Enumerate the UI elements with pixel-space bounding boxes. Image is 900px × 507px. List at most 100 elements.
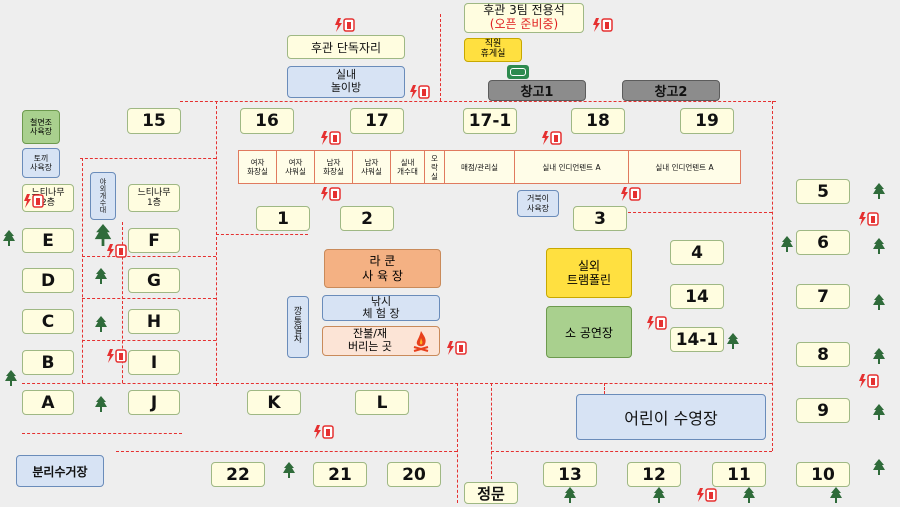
tree-icon (872, 294, 886, 310)
site-13[interactable]: 13 (543, 462, 597, 487)
outdoor-trampoline[interactable]: 실외 트램폴린 (546, 248, 632, 298)
site-B[interactable]: B (22, 350, 74, 375)
site-17[interactable]: 17 (350, 108, 404, 134)
facility-indian-tent-a2[interactable]: 실내 인디언텐트 A (655, 162, 714, 172)
site-1[interactable]: 1 (256, 206, 310, 231)
facility-row: 여자 화장실 여자 샤워실 남자 화장실 남자 샤워실 실내 개수대 오 락 실… (238, 150, 741, 184)
turtle-enclosure[interactable]: 거북이 사육장 (517, 190, 559, 217)
site-4[interactable]: 4 (670, 240, 724, 265)
staff-lounge[interactable]: 직원 휴게실 (464, 38, 522, 62)
path (22, 433, 182, 434)
fire-extinguisher-icon (106, 348, 128, 367)
fire-extinguisher-icon (646, 315, 668, 334)
site-L[interactable]: L (355, 390, 409, 415)
tree-icon (94, 316, 108, 332)
site-16[interactable]: 16 (240, 108, 294, 134)
facility-women-shower[interactable]: 여자 샤워실 (277, 151, 315, 183)
tree-icon (742, 487, 756, 503)
tree-icon (829, 487, 843, 503)
fire-extinguisher-icon (696, 487, 718, 506)
ash-disposal[interactable]: 잔불/재 버리는 곳 (322, 326, 440, 356)
path (216, 101, 217, 386)
site-F[interactable]: F (128, 228, 180, 253)
path (491, 383, 492, 479)
facility-store[interactable]: 매점/관리실 (445, 151, 515, 183)
rear-single-area[interactable]: 후관 단독자리 (287, 35, 405, 59)
facility-women-toilet[interactable]: 여자 화장실 (239, 151, 277, 183)
site-21[interactable]: 21 (313, 462, 367, 487)
rear-team-line1: 후관 3팀 전용석 (483, 3, 565, 18)
facility-men-shower[interactable]: 남자 샤워실 (353, 151, 391, 183)
site-12[interactable]: 12 (627, 462, 681, 487)
facility-men-toilet[interactable]: 남자 화장실 (315, 151, 353, 183)
site-8[interactable]: 8 (796, 342, 850, 367)
site-I[interactable]: I (128, 350, 180, 375)
tree-icon (4, 370, 18, 386)
tree-icon (563, 487, 577, 503)
tree-icon (872, 238, 886, 254)
facility-indoor-sink[interactable]: 실내 개수대 (391, 151, 425, 183)
outdoor-sink[interactable]: 야 외 개 수 대 (90, 172, 116, 220)
path (82, 340, 216, 341)
path (180, 101, 776, 102)
tree-icon (872, 404, 886, 420)
path (122, 222, 123, 383)
facility-indian-tent-a1[interactable]: 실내 인디언텐트 A (515, 151, 629, 183)
site-19[interactable]: 19 (680, 108, 734, 134)
tree-icon (92, 224, 114, 246)
warehouse-1[interactable]: 창고1 (488, 80, 586, 101)
site-G[interactable]: G (128, 268, 180, 293)
site-J[interactable]: J (128, 390, 180, 415)
site-7[interactable]: 7 (796, 284, 850, 309)
site-14-1[interactable]: 14-1 (670, 327, 724, 352)
recycle-area[interactable]: 분리수거장 (16, 455, 104, 487)
rabbit-enclosure[interactable]: 토끼 사육장 (22, 148, 60, 178)
facility-arcade[interactable]: 오 락 실 (425, 151, 445, 183)
raccoon-enclosure[interactable]: 라 쿤 사 육 장 (324, 249, 441, 288)
kids-pool[interactable]: 어린이 수영장 (576, 394, 766, 440)
site-3[interactable]: 3 (573, 206, 627, 231)
site-10[interactable]: 10 (796, 462, 850, 487)
path (628, 212, 772, 213)
site-9[interactable]: 9 (796, 398, 850, 423)
can-train[interactable]: 깡 통 열 차 (287, 296, 309, 358)
path (82, 298, 216, 299)
site-D[interactable]: D (22, 268, 74, 293)
zelkova-2f[interactable]: 느티나무 2층 (22, 184, 74, 212)
small-performance-hall[interactable]: 소 공연장 (546, 306, 632, 358)
site-A[interactable]: A (22, 390, 74, 415)
indoor-playroom[interactable]: 실내 놀이방 (287, 66, 405, 98)
site-20[interactable]: 20 (387, 462, 441, 487)
fire-extinguisher-icon (592, 17, 614, 36)
fire-extinguisher-icon (620, 186, 642, 205)
site-2[interactable]: 2 (340, 206, 394, 231)
cheolmyeonjo-enclosure[interactable]: 철면조 사육장 (22, 110, 60, 144)
fishing-area[interactable]: 낚시 체 험 장 (322, 295, 440, 321)
path (604, 383, 605, 394)
vending-icon (507, 65, 529, 79)
site-C[interactable]: C (22, 309, 74, 334)
tree-icon (780, 236, 794, 252)
fire-extinguisher-icon (313, 424, 335, 443)
path (491, 451, 772, 452)
site-17-1[interactable]: 17-1 (463, 108, 517, 134)
site-6[interactable]: 6 (796, 230, 850, 255)
site-15[interactable]: 15 (127, 108, 181, 134)
site-14[interactable]: 14 (670, 284, 724, 309)
warehouse-2[interactable]: 창고2 (622, 80, 720, 101)
site-5[interactable]: 5 (796, 179, 850, 204)
tree-icon (94, 268, 108, 284)
site-22[interactable]: 22 (211, 462, 265, 487)
fire-extinguisher-icon (858, 211, 880, 230)
site-11[interactable]: 11 (712, 462, 766, 487)
rear-team-area[interactable]: 후관 3팀 전용석 (오픈 준비중) (464, 3, 584, 33)
site-K[interactable]: K (247, 390, 301, 415)
main-gate[interactable]: 정문 (464, 482, 518, 504)
tree-icon (282, 462, 296, 478)
site-E[interactable]: E (22, 228, 74, 253)
tree-icon (652, 487, 666, 503)
site-H[interactable]: H (128, 309, 180, 334)
site-18[interactable]: 18 (571, 108, 625, 134)
zelkova-1f[interactable]: 느티나무 1층 (128, 184, 180, 212)
path (772, 101, 773, 451)
